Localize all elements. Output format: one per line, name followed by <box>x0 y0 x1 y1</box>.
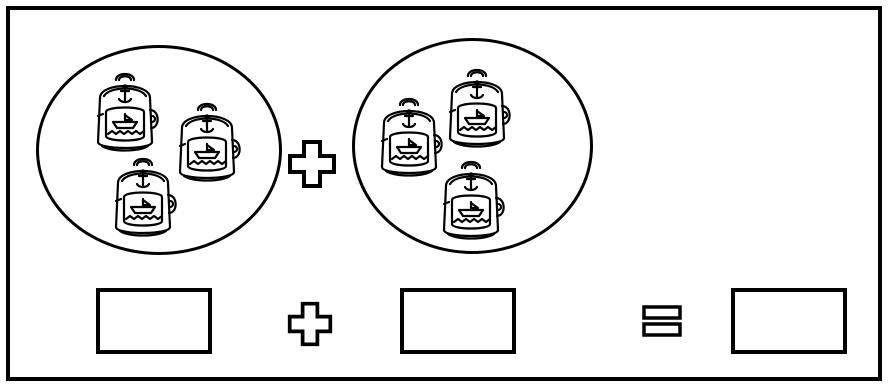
first-addend-box[interactable] <box>96 288 212 354</box>
backpack-icon <box>448 68 511 148</box>
group-circle-1 <box>36 45 282 255</box>
plus-sign-icon <box>288 140 336 188</box>
backpack-icon <box>96 72 159 152</box>
sum-box[interactable] <box>731 288 847 354</box>
equals-sign-icon <box>642 305 682 337</box>
backpack-icon <box>114 157 177 237</box>
group-circle-2 <box>352 38 593 254</box>
plus-sign-icon <box>287 301 333 347</box>
second-addend-box[interactable] <box>400 288 516 354</box>
backpack-icon <box>442 160 505 240</box>
